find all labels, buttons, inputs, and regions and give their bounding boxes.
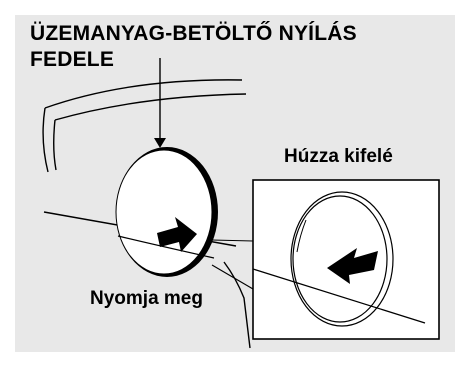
press-label: Nyomja meg — [90, 288, 203, 309]
pull-out-label: Húzza kifelé — [284, 146, 393, 167]
press-arrow-icon — [157, 217, 197, 252]
fuel-door-title-line2: FEDELE — [30, 48, 115, 71]
fuel-door-title-line1: ÜZEMANYAG-BETÖLTŐ NYÍLÁS — [30, 22, 357, 45]
pull-arrow-icon — [327, 248, 378, 284]
fuel-door-closed — [115, 147, 218, 277]
inset-connector — [211, 239, 254, 290]
